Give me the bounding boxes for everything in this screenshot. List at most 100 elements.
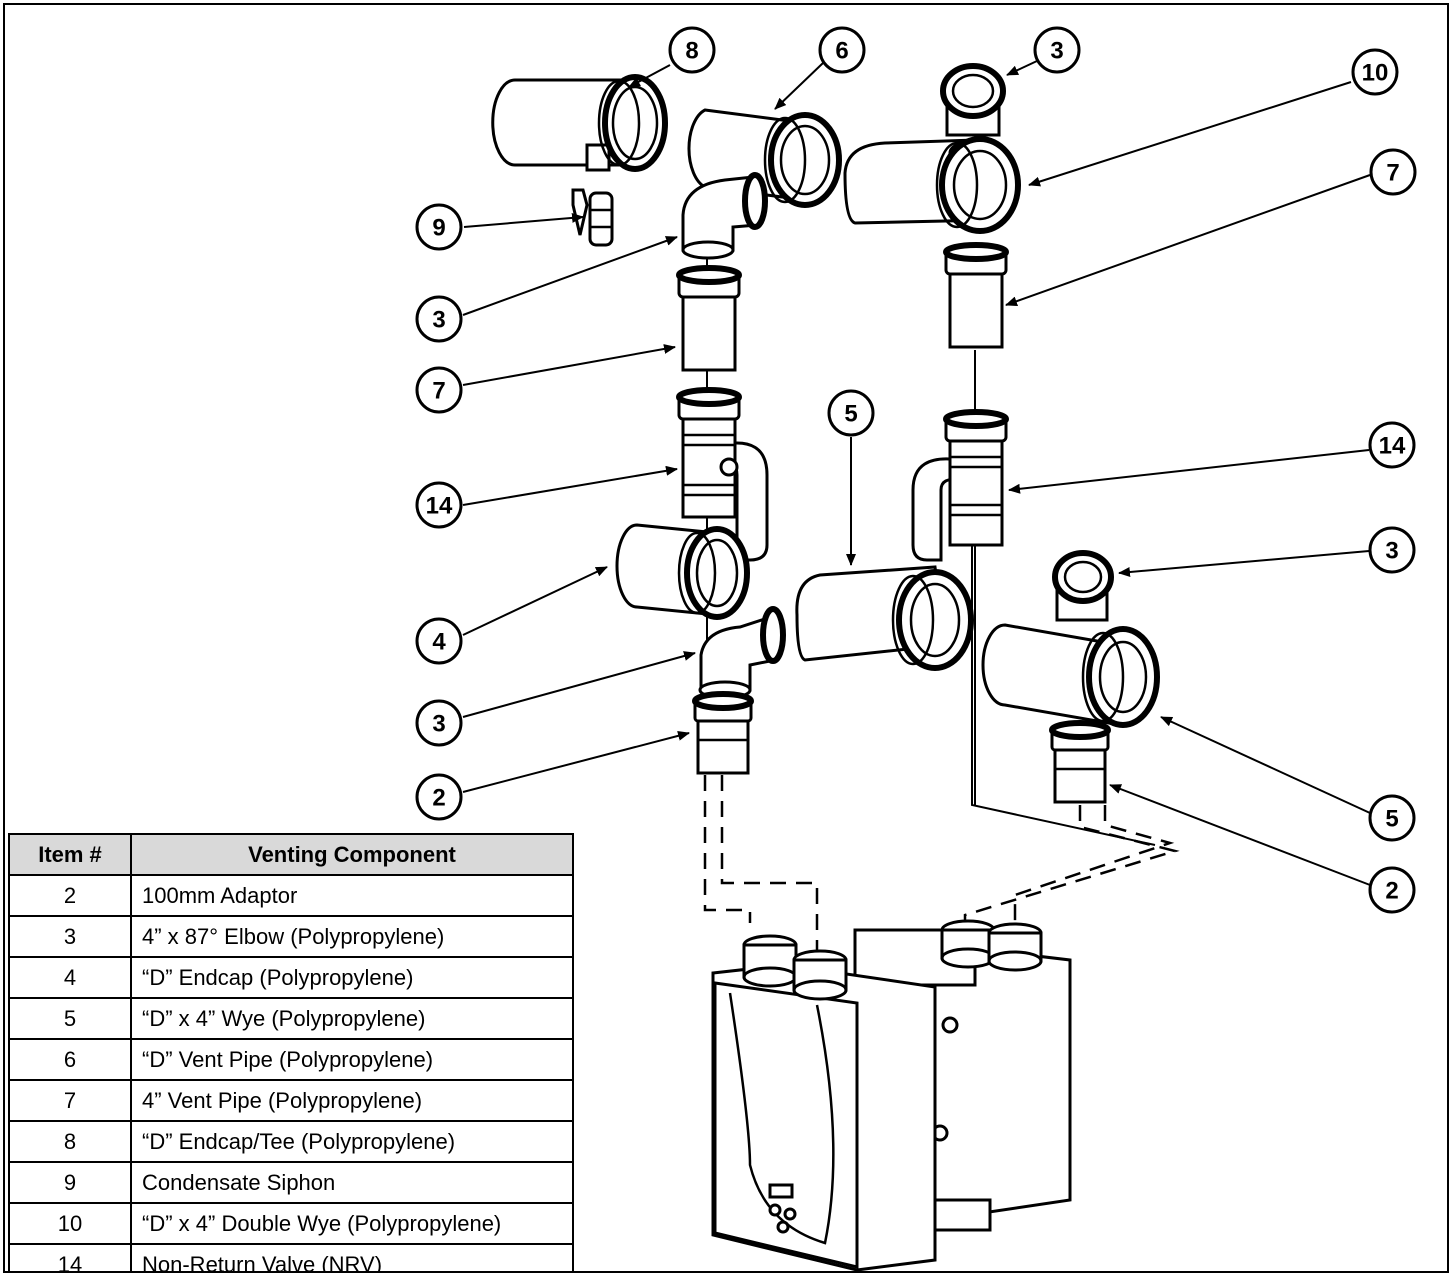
item-number-cell: 10 xyxy=(8,1202,132,1245)
table-row: 5“D” x 4” Wye (Polypropylene) xyxy=(8,997,574,1040)
endcap-tee-part xyxy=(491,74,668,172)
callout-c2a: 2 xyxy=(415,773,463,821)
water-heater-front xyxy=(711,934,937,1271)
callout-c3b: 3 xyxy=(415,295,463,343)
item-number-cell: 2 xyxy=(8,874,132,917)
callout-number: 3 xyxy=(1385,538,1398,565)
callout-circle xyxy=(1368,866,1416,914)
callout-c14b: 14 xyxy=(415,481,463,529)
callout-circle xyxy=(1368,526,1416,574)
vent-pipe-left-part xyxy=(676,265,742,372)
d-vent-pipe-part xyxy=(687,108,842,208)
callout-circle xyxy=(415,481,463,529)
item-number-cell: 8 xyxy=(8,1120,132,1163)
wye-middle-part xyxy=(795,565,974,671)
component-name-cell: “D” x 4” Double Wye (Polypropylene) xyxy=(130,1202,574,1245)
callout-circle xyxy=(1033,26,1081,74)
item-number-cell: 14 xyxy=(8,1243,132,1271)
item-number-cell: 3 xyxy=(8,915,132,958)
component-name-cell: Condensate Siphon xyxy=(130,1161,574,1204)
component-name-cell: 4” Vent Pipe (Polypropylene) xyxy=(130,1079,574,1122)
callout-c3a: 3 xyxy=(1033,26,1081,74)
elbow-lower-right-part xyxy=(1052,550,1114,622)
header-item-number: Item # xyxy=(8,833,132,876)
callout-circle xyxy=(415,295,463,343)
table-row: 4“D” Endcap (Polypropylene) xyxy=(8,956,574,999)
callout-circle xyxy=(415,366,463,414)
table-header-row: Item # Venting Component xyxy=(8,833,574,876)
component-name-cell: “D” Endcap (Polypropylene) xyxy=(130,956,574,999)
condensate-siphon-part xyxy=(571,188,614,247)
double-wye-part xyxy=(843,136,1021,234)
item-number-cell: 6 xyxy=(8,1038,132,1081)
callout-c2b: 2 xyxy=(1368,866,1416,914)
callout-c7a: 7 xyxy=(1369,148,1417,196)
elbow-upper-left-part xyxy=(681,172,768,260)
callout-circle xyxy=(1369,148,1417,196)
callout-c4: 4 xyxy=(415,617,463,665)
callout-number: 5 xyxy=(1385,806,1398,833)
callout-number: 7 xyxy=(432,378,445,405)
callout-circle xyxy=(415,773,463,821)
callout-number: 14 xyxy=(1379,433,1406,460)
callout-c7b: 7 xyxy=(415,366,463,414)
nrv-right-part xyxy=(911,409,1009,562)
component-name-cell: 100mm Adaptor xyxy=(130,874,574,917)
callout-c5b: 5 xyxy=(1368,794,1416,842)
callout-circle xyxy=(415,699,463,747)
callout-c3d: 3 xyxy=(415,699,463,747)
callout-number: 2 xyxy=(1385,878,1398,905)
callout-circle xyxy=(415,617,463,665)
callout-c6: 6 xyxy=(818,26,866,74)
callout-circle xyxy=(827,389,875,437)
callout-number: 3 xyxy=(432,307,445,334)
item-number-cell: 4 xyxy=(8,956,132,999)
table-row: 8“D” Endcap/Tee (Polypropylene) xyxy=(8,1120,574,1163)
callout-number: 14 xyxy=(426,493,453,520)
callout-number: 9 xyxy=(432,215,445,242)
callout-circle xyxy=(668,26,716,74)
callout-c10: 10 xyxy=(1351,48,1399,96)
table-row: 6“D” Vent Pipe (Polypropylene) xyxy=(8,1038,574,1081)
callout-number: 2 xyxy=(432,785,445,812)
callout-number: 7 xyxy=(1386,160,1399,187)
component-name-cell: 4” x 87° Elbow (Polypropylene) xyxy=(130,915,574,958)
callout-c8: 8 xyxy=(668,26,716,74)
header-venting-component: Venting Component xyxy=(130,833,574,876)
callout-c14a: 14 xyxy=(1368,421,1416,469)
adaptor-right-part xyxy=(1049,720,1111,804)
callout-number: 3 xyxy=(1050,38,1063,65)
callout-number: 10 xyxy=(1362,60,1389,87)
component-name-cell: “D” x 4” Wye (Polypropylene) xyxy=(130,997,574,1040)
item-number-cell: 5 xyxy=(8,997,132,1040)
callout-c5a: 5 xyxy=(827,389,875,437)
table-row: 10“D” x 4” Double Wye (Polypropylene) xyxy=(8,1202,574,1245)
component-name-cell: “D” Endcap/Tee (Polypropylene) xyxy=(130,1120,574,1163)
leader-lines xyxy=(462,60,1371,886)
callout-circle xyxy=(818,26,866,74)
callout-number: 4 xyxy=(432,629,446,656)
water-heater-rear xyxy=(853,919,1072,1232)
component-name-cell: Non-Return Valve (NRV) xyxy=(130,1243,574,1271)
callout-circle xyxy=(1368,421,1416,469)
d-endcap-part xyxy=(615,523,750,620)
component-name-cell: “D” Vent Pipe (Polypropylene) xyxy=(130,1038,574,1081)
callout-number: 8 xyxy=(685,38,698,65)
exploded-venting-diagram: 8 6 3 10 7 9 3 7 5 14 14 3 4 3 2 5 2 xyxy=(415,26,1417,1271)
callout-group: 8 6 3 10 7 9 3 7 5 14 14 3 4 3 2 5 2 xyxy=(415,26,1417,914)
callout-number: 5 xyxy=(844,401,857,428)
wye-right-part xyxy=(981,623,1160,728)
item-number-cell: 9 xyxy=(8,1161,132,1204)
callout-circle xyxy=(415,203,463,251)
callout-number: 6 xyxy=(835,38,848,65)
callout-c3c: 3 xyxy=(1368,526,1416,574)
callout-number: 3 xyxy=(432,711,445,738)
